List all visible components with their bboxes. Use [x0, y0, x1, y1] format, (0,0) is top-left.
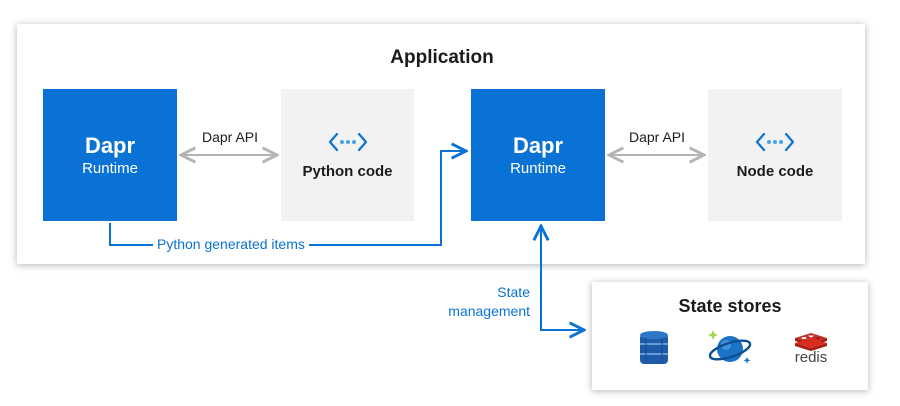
node-code-box: Node code [708, 89, 842, 221]
state-stores-title: State stores [678, 296, 782, 316]
python-code-box: Python code [281, 89, 414, 221]
python-code-label: Python code [302, 162, 393, 180]
code-brackets-icon [755, 132, 795, 151]
dapr-runtime-name: Dapr [84, 132, 136, 158]
dapr-runtime-name: Dapr [512, 132, 564, 158]
database-stack-icon [640, 331, 668, 364]
dapr-runtime-subtitle: Runtime [82, 159, 138, 177]
node-code-label: Node code [736, 162, 814, 180]
dapr-api-label-right: Dapr API [628, 129, 686, 145]
generated-items-label: Python generated items [153, 236, 309, 252]
redis-icon [795, 333, 827, 351]
dapr-runtime-box-right: Dapr Runtime [471, 89, 605, 221]
dapr-runtime-subtitle: Runtime [510, 159, 566, 177]
cosmos-db-icon [708, 330, 752, 364]
state-management-label: State management [448, 284, 530, 319]
dapr-api-label-left: Dapr API [201, 129, 259, 145]
application-title: Application [390, 47, 494, 68]
generated-items-connector [109, 151, 466, 246]
redis-label: redis [794, 349, 828, 366]
dapr-runtime-box-left: Dapr Runtime [43, 89, 177, 221]
state-management-connector [541, 226, 584, 330]
code-brackets-icon [328, 132, 367, 151]
